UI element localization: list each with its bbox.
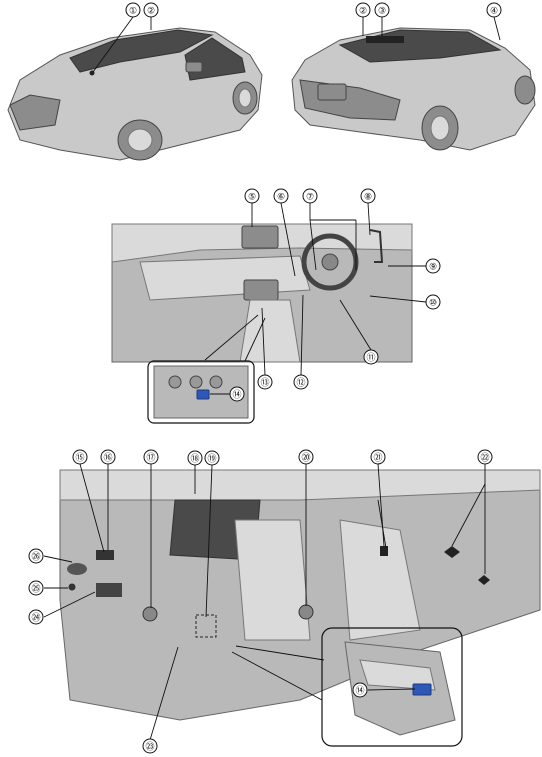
rear-car-illustration bbox=[291, 27, 536, 151]
callout-label: ⑰ bbox=[146, 453, 155, 463]
usb-port-highlight-armrest bbox=[412, 683, 432, 696]
callout-label: ⑭ bbox=[355, 686, 364, 696]
callout-23: ㉓ bbox=[142, 738, 158, 754]
usb-port-highlight bbox=[196, 389, 210, 400]
armrest-detail-inset bbox=[231, 627, 463, 747]
callout-21: ㉑ bbox=[370, 449, 386, 465]
callout-label: ⑮ bbox=[75, 453, 84, 463]
callout-24: ㉔ bbox=[28, 609, 44, 625]
callout-9: ⑨ bbox=[425, 258, 441, 274]
callout-26: ㉖ bbox=[28, 548, 44, 564]
callout-label: ⑯ bbox=[103, 453, 112, 463]
callout-17: ⑰ bbox=[143, 449, 159, 465]
callout-13: ⑬ bbox=[257, 374, 273, 390]
leader-lines bbox=[43, 16, 501, 741]
callout-8: ⑧ bbox=[360, 188, 376, 204]
callout-1: ① bbox=[125, 2, 141, 18]
dashboard-illustration bbox=[111, 223, 413, 363]
cabin-illustration bbox=[59, 469, 541, 721]
callout-label: ㉖ bbox=[31, 552, 40, 562]
callout-11: ⑪ bbox=[363, 349, 379, 365]
callout-10: ⑩ bbox=[425, 294, 441, 310]
callout-label: ㉓ bbox=[145, 742, 154, 752]
callout-label: ⑩ bbox=[429, 298, 437, 308]
callout-label: ⑱ bbox=[190, 454, 199, 464]
callout-label: ⑳ bbox=[301, 453, 310, 463]
callout-label: ㉕ bbox=[31, 584, 40, 594]
callout-15: ⑮ bbox=[72, 449, 88, 465]
callout-2: ② bbox=[143, 2, 159, 18]
callout-18: ⑱ bbox=[187, 450, 203, 466]
callout-14-armrest: ⑭ bbox=[352, 682, 368, 698]
front-car-illustration bbox=[7, 27, 263, 161]
callout-label: ㉔ bbox=[31, 613, 40, 623]
callout-5: ⑤ bbox=[244, 188, 260, 204]
callout-label: ③ bbox=[378, 6, 386, 16]
callout-6: ⑥ bbox=[273, 188, 289, 204]
callout-20: ⑳ bbox=[298, 449, 314, 465]
callout-label: ② bbox=[359, 6, 367, 16]
callout-label: ⑧ bbox=[364, 192, 372, 202]
callout-16: ⑯ bbox=[100, 449, 116, 465]
callout-label: ⑥ bbox=[277, 192, 285, 202]
callout-3: ③ bbox=[374, 2, 390, 18]
callout-label: ⑪ bbox=[366, 353, 375, 363]
callout-label: ④ bbox=[490, 6, 498, 16]
callout-label: ⑬ bbox=[260, 378, 269, 388]
callout-label: ㉒ bbox=[480, 453, 489, 463]
callout-label: ② bbox=[147, 6, 155, 16]
callout-4: ④ bbox=[486, 2, 502, 18]
callout-25: ㉕ bbox=[28, 580, 44, 596]
callout-12: ⑫ bbox=[293, 374, 309, 390]
callout-label: ① bbox=[129, 6, 137, 16]
callout-label: ⑨ bbox=[429, 262, 437, 272]
callout-label: ⑭ bbox=[232, 390, 241, 400]
callout-19: ⑲ bbox=[204, 450, 220, 466]
callout-label: ㉑ bbox=[373, 453, 382, 463]
callout-14: ⑭ bbox=[229, 386, 245, 402]
callout-2-rear: ② bbox=[355, 2, 371, 18]
callout-7: ⑦ bbox=[302, 188, 318, 204]
callout-label: ⑤ bbox=[248, 192, 256, 202]
callout-label: ⑲ bbox=[207, 454, 216, 464]
callout-label: ⑦ bbox=[306, 192, 314, 202]
callout-22: ㉒ bbox=[477, 449, 493, 465]
callout-label: ⑫ bbox=[296, 378, 305, 388]
